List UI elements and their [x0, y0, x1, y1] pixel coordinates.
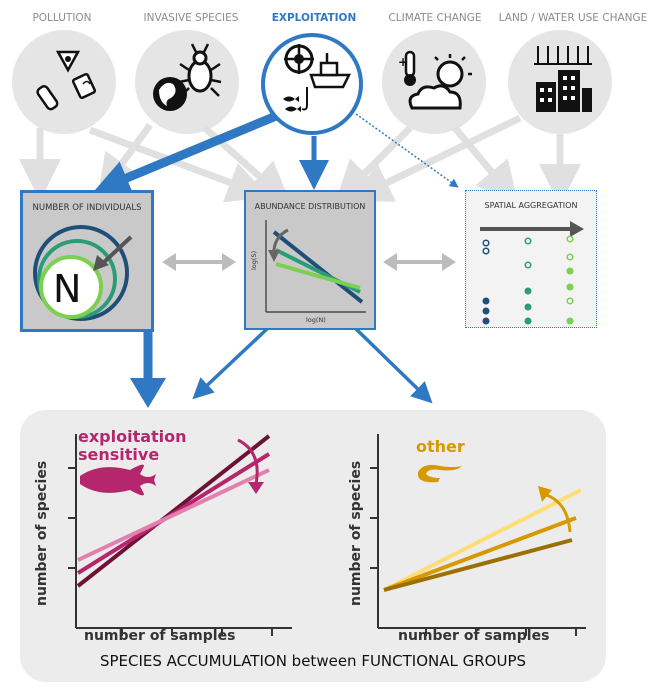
arrowhead-abundance-left [222, 253, 236, 271]
individuals-circles [33, 225, 133, 321]
right-x-axis-label: number of samples [398, 628, 550, 644]
tuna-fish-icon [80, 464, 156, 496]
driver-label-climate-change: CLIMATE CHANGE [388, 12, 482, 24]
abundance-plot [265, 220, 366, 313]
exploitation-icon [283, 44, 352, 112]
driver-circle-exploitation [261, 33, 363, 135]
pollution-icon [36, 50, 97, 111]
invasive-species-icon [153, 43, 222, 111]
driver-label-exploitation: EXPLOITATION [271, 12, 357, 24]
driver-label-invasive-species: INVASIVE SPECIES [143, 12, 239, 24]
arrow-abundance-to-left-plot [192, 326, 270, 400]
box-spatial-aggregation: SPATIAL AGGREGATION [465, 190, 597, 328]
left-y-axis-label: number of species [34, 460, 50, 606]
eel-icon [417, 464, 462, 483]
driver-circle-invasive-species [135, 30, 239, 134]
land-water-use-icon [534, 46, 592, 112]
arrow-land-to-abundance [349, 114, 522, 202]
spatial-points [480, 221, 584, 325]
driver-circle-pollution [12, 30, 116, 134]
box-title-individuals: NUMBER OF INDIVIDUALS [32, 203, 142, 213]
left-x-axis-label: number of samples [84, 628, 236, 644]
arrowhead-individuals-to-panel [130, 378, 166, 408]
arrowhead-abundance-right [383, 253, 397, 271]
box-abundance-distribution: ABUNDANCE DISTRIBUTION log(N) log(S) [244, 190, 376, 330]
svg-text:+: + [398, 55, 408, 69]
arrow-abundance-to-right-plot [353, 326, 433, 404]
connector-arrows [19, 111, 581, 408]
species-accumulation-panel: exploitation sensitive number of species… [20, 410, 606, 682]
arrow-exploitation-to-individuals [93, 111, 278, 195]
arrow-climate-to-spatial [452, 125, 519, 205]
panel-footer-title: SPECIES ACCUMULATION between FUNCTIONAL … [99, 652, 527, 670]
left-accumulation-plot [68, 434, 292, 636]
driver-label-pollution: POLLUTION [32, 12, 92, 24]
right-accumulation-plot [370, 434, 586, 636]
individuals-letter: N [53, 267, 82, 311]
right-group-label: other [416, 437, 465, 456]
driver-label-land-water-use-change: LAND / WATER USE CHANGE [498, 12, 648, 24]
arrowhead-individuals-left [162, 253, 176, 271]
abundance-x-label: log(N) [306, 316, 326, 324]
box-number-of-individuals: NUMBER OF INDIVIDUALS N [20, 190, 154, 332]
abundance-y-label: log(S) [250, 250, 258, 270]
left-group-label: exploitation sensitive [78, 427, 187, 464]
arrow-exploitation-to-spatial [355, 113, 459, 188]
driver-circle-climate-change [382, 30, 486, 134]
arrowhead-spatial-left [442, 253, 456, 271]
box-title-spatial: SPATIAL AGGREGATION [484, 201, 578, 210]
box-title-abundance: ABUNDANCE DISTRIBUTION [254, 202, 366, 211]
right-y-axis-label: number of species [348, 460, 364, 606]
climate-change-icon: + [398, 50, 472, 110]
